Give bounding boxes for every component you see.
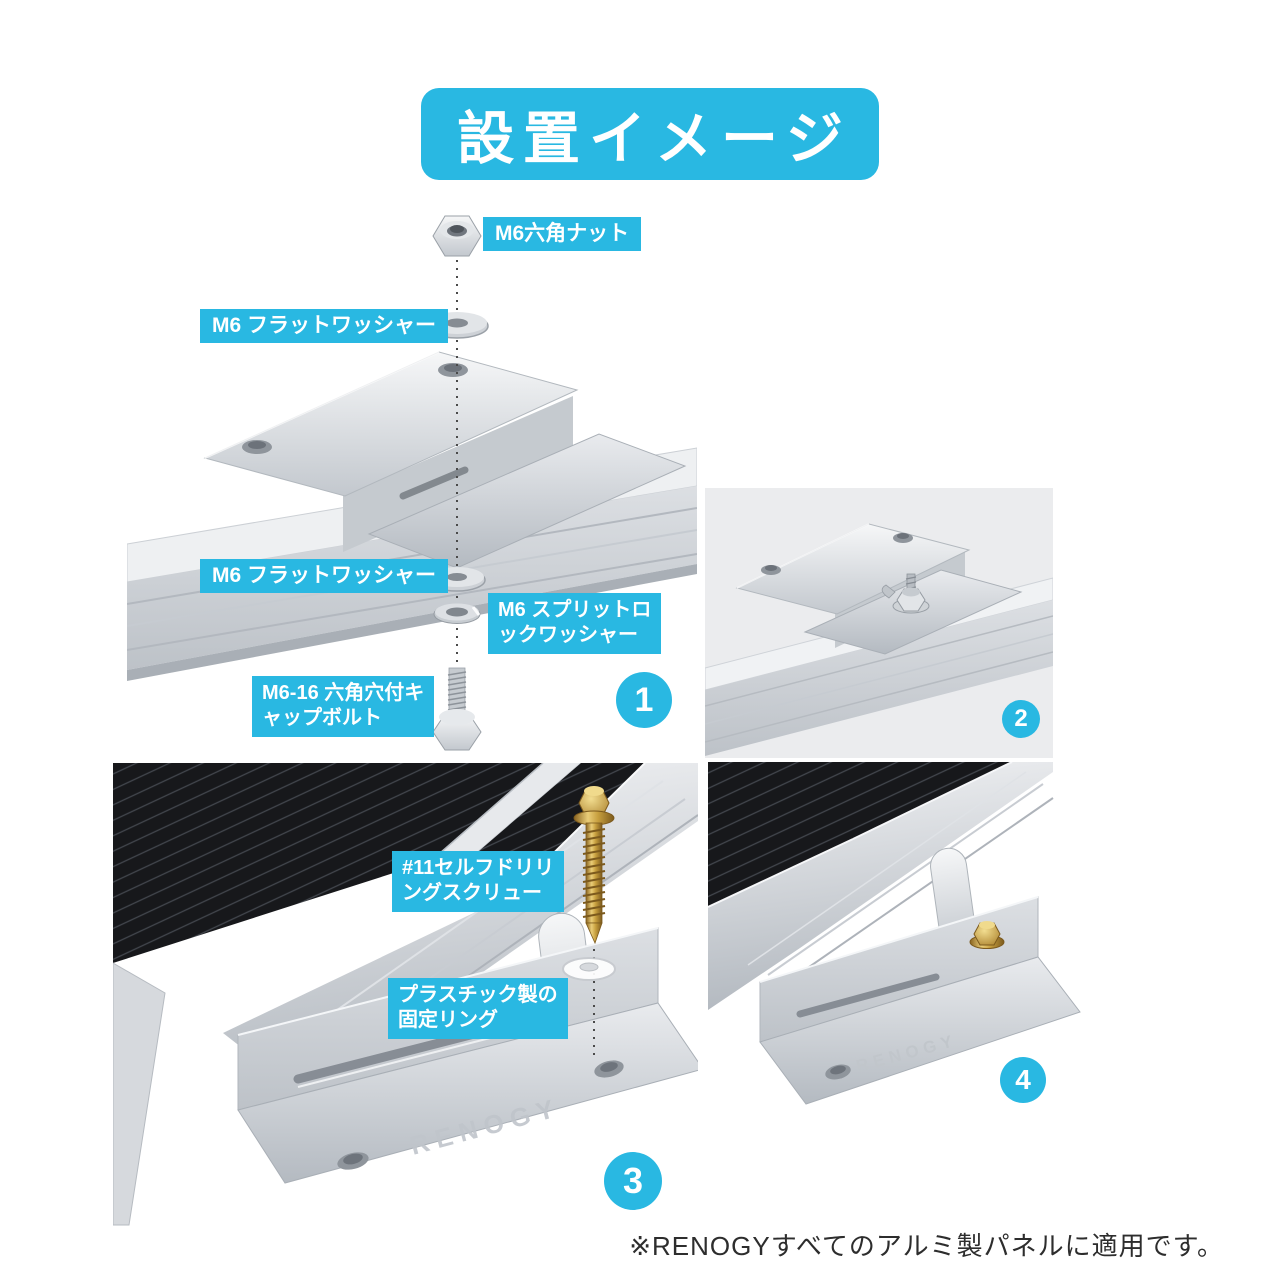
bolt-nut-assembly bbox=[881, 573, 930, 614]
step1-exploded-view-photo bbox=[127, 215, 697, 751]
label-line: ャップボルト bbox=[262, 707, 382, 729]
step-badge-2: 2 bbox=[1002, 700, 1040, 738]
label-line: 固定リング bbox=[398, 1009, 498, 1031]
step4-installed-view-photo: RENOGY bbox=[708, 762, 1081, 1105]
step-badge-4: 4 bbox=[1000, 1057, 1046, 1103]
label-line: プラスチック製の bbox=[398, 984, 558, 1006]
step-badge-3: 3 bbox=[604, 1152, 662, 1210]
label-line: M6 フラットワッシャー bbox=[212, 314, 437, 337]
panel-frame bbox=[708, 762, 1054, 1010]
label-cap-bolt: M6-16 六角穴付キ ャップボルト bbox=[252, 676, 435, 737]
footnote: ※RENOGYすべてのアルミ製パネルに適用です。 bbox=[629, 1231, 1224, 1261]
label-line: M6 フラットワッシャー bbox=[212, 564, 437, 587]
label-line: M6-16 六角穴付キ bbox=[262, 682, 425, 704]
page-title: 設置イメージ bbox=[457, 105, 852, 172]
z-bracket: RENOGY bbox=[759, 847, 1081, 1105]
label-flat-washer-bottom: M6 フラットワッシャー bbox=[200, 559, 449, 593]
label-line: ックワッシャー bbox=[498, 624, 638, 646]
label-hex-nut: M6六角ナット bbox=[483, 217, 642, 251]
label-split-lock-washer: M6 スプリットロ ックワッシャー bbox=[488, 593, 662, 654]
label-self-drilling-screw: #11セルフドリリ ングスクリュー bbox=[392, 851, 565, 912]
label-line: ングスクリュー bbox=[402, 882, 542, 904]
z-bracket bbox=[203, 351, 687, 569]
title-banner: 設置イメージ bbox=[421, 88, 879, 180]
split-lock-washer bbox=[433, 603, 481, 624]
step2-assembled-view-photo bbox=[705, 488, 1053, 758]
self-drilling-screw bbox=[573, 786, 615, 945]
label-line: #11セルフドリリ bbox=[402, 857, 555, 879]
plastic-fixing-ring bbox=[562, 957, 616, 981]
cap-bolt bbox=[432, 667, 482, 751]
label-line: M6 スプリットロ bbox=[498, 599, 652, 621]
installed-screw-head bbox=[969, 921, 1005, 949]
hex-nut bbox=[432, 215, 482, 257]
label-plastic-ring: プラスチック製の 固定リング bbox=[388, 978, 568, 1039]
label-line: M6六角ナット bbox=[495, 222, 630, 245]
step-badge-1: 1 bbox=[616, 672, 672, 728]
label-flat-washer-top: M6 フラットワッシャー bbox=[200, 309, 449, 343]
